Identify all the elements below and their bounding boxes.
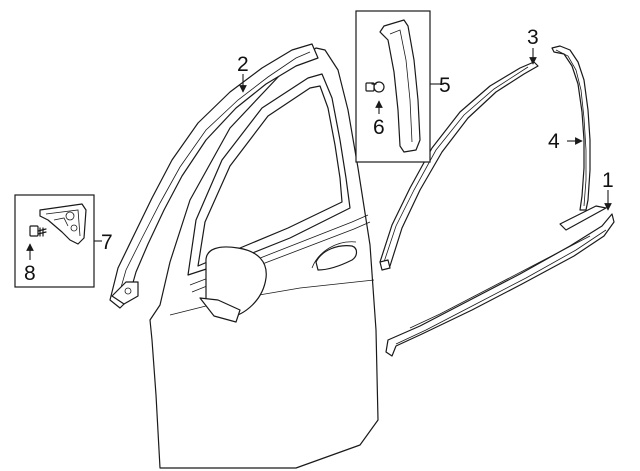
applique-part bbox=[379, 19, 421, 153]
clip-6-icon bbox=[365, 81, 385, 93]
part-1-belt-moulding bbox=[385, 205, 615, 357]
corner-bracket bbox=[39, 203, 87, 245]
door-outline bbox=[149, 47, 379, 469]
callout-3: 3 bbox=[527, 26, 539, 49]
callout-6: 6 bbox=[373, 116, 385, 139]
box-parts-5-6 bbox=[355, 10, 444, 163]
door-handle-recess bbox=[311, 241, 357, 269]
callout-7: 7 bbox=[101, 231, 113, 254]
bolt-8-icon bbox=[29, 225, 47, 237]
side-mirror-base bbox=[199, 297, 241, 323]
callout-5: 5 bbox=[439, 74, 451, 97]
door-handle bbox=[315, 245, 358, 271]
door-character-line bbox=[169, 279, 375, 316]
part-2-frame-moulding bbox=[109, 43, 319, 309]
callout-2: 2 bbox=[237, 53, 249, 76]
box-parts-7-8 bbox=[14, 194, 102, 288]
front-door bbox=[149, 47, 379, 469]
door-window-inner bbox=[197, 85, 343, 267]
callout-leaders bbox=[239, 48, 612, 211]
door-window-frame bbox=[187, 73, 351, 276]
callout-1: 1 bbox=[602, 169, 614, 192]
part-4-weatherstrip bbox=[551, 45, 591, 211]
callout-8: 8 bbox=[24, 262, 36, 285]
callout-4: 4 bbox=[548, 130, 560, 153]
